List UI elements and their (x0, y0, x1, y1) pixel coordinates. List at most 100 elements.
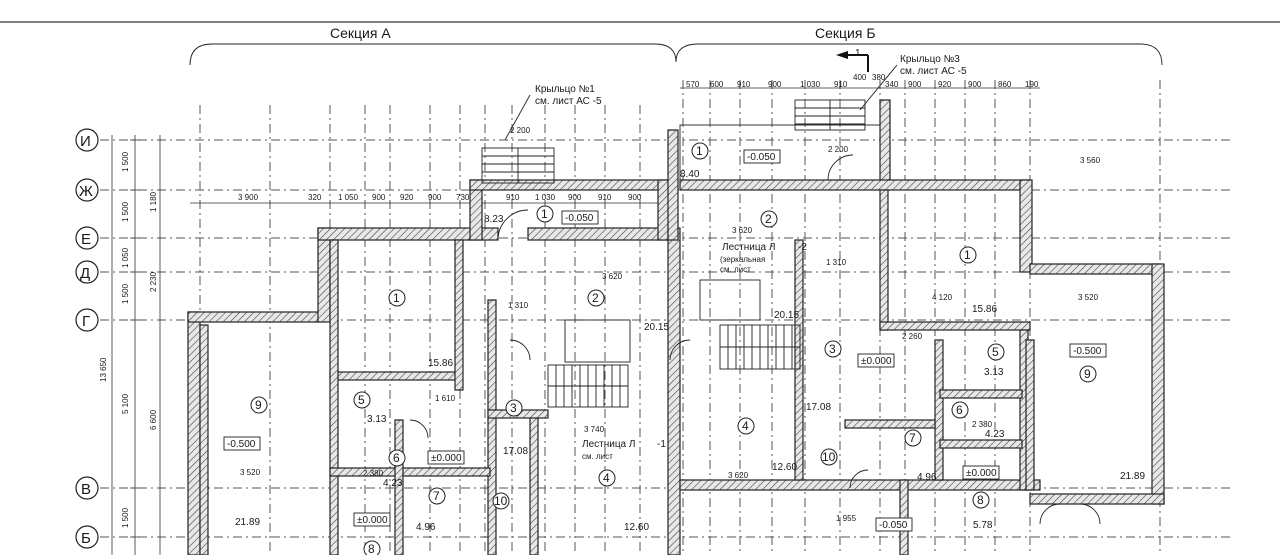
dim-b-4-width: 3 620 (728, 471, 749, 480)
axis-label-B: Б (81, 530, 91, 547)
room-b-6: 6 (956, 403, 963, 417)
axis-label-Zh: Ж (79, 183, 93, 200)
row-dim-10: 900 (568, 193, 582, 202)
dim-left-inner-2: 2 230 (149, 271, 158, 292)
level-a-6: ±0.000 (431, 453, 462, 464)
stairs-section-b (699, 279, 801, 370)
room-b-8: 8 (977, 493, 984, 507)
row-dim-3: 1 050 (338, 193, 359, 202)
row-dim-12: 900 (628, 193, 642, 202)
room-a-6: 6 (393, 451, 400, 465)
walls-section-b (667, 99, 1165, 555)
stair-1-subtitle: (зеркальная (720, 255, 765, 264)
dim-a-corridor: 1 310 (508, 301, 529, 310)
room-b-10: 10 (822, 450, 836, 464)
top-dim-6: 910 (834, 80, 848, 89)
area-b-6: 4.23 (985, 429, 1005, 440)
section-braces (189, 43, 1163, 66)
level-b-9: -0.500 (1073, 346, 1102, 357)
dim-a-9-width: 3 520 (240, 468, 261, 477)
row-dim-9: 1 030 (535, 193, 556, 202)
dim-left-4: 1 500 (121, 283, 130, 304)
porch-3-steps (679, 99, 881, 181)
stair-2-ref: см. лист (582, 452, 613, 461)
dim-left-5: 5 100 (121, 393, 130, 414)
dim-b-9-width: 3 520 (1078, 293, 1099, 302)
area-b-1: 15.86 (972, 304, 997, 315)
area-a-4: 12.60 (624, 522, 649, 533)
level-porch-1: -0.050 (565, 213, 594, 224)
area-a-1: 15.86 (428, 358, 453, 369)
room-a-1: 1 (393, 291, 400, 305)
area-b-8: 5.78 (973, 520, 993, 531)
room-a-3: 3 (510, 401, 517, 415)
dim-porch-1-width: 2 200 (510, 126, 531, 135)
room-b-3: 3 (829, 342, 836, 356)
top-dim-9: 340 (885, 80, 899, 89)
area-b-9: 21.89 (1120, 471, 1145, 482)
top-dim-1: 570 (686, 80, 700, 89)
area-a-7: 4.96 (416, 522, 436, 533)
room-b-1: 1 (964, 248, 971, 262)
room-b-7: 7 (909, 431, 916, 445)
top-dim-11: 920 (938, 80, 952, 89)
axis-bubble-G (75, 308, 99, 332)
row-dim-11: 910 (598, 193, 612, 202)
room-b-9: 9 (1084, 367, 1091, 381)
dim-b-corridor: 1 310 (826, 258, 847, 267)
top-dim-12: 900 (968, 80, 982, 89)
dim-left-inner-1: 1 180 (149, 191, 158, 212)
top-dim-5: 1 030 (800, 80, 821, 89)
top-dim-2: 600 (710, 80, 724, 89)
top-dim-10: 900 (908, 80, 922, 89)
room-a-9: 9 (255, 398, 262, 412)
dim-b-2-width: 3 620 (732, 226, 753, 235)
section-cut-mark (836, 51, 869, 72)
room-a-5: 5 (358, 393, 365, 407)
axis-label-D: Д (80, 265, 90, 282)
axis-label-E: Е (81, 231, 91, 248)
area-b-2: 20.15 (774, 310, 799, 321)
stair-2-number: -1 (657, 439, 666, 450)
dim-porch-3-width: 2 200 (828, 145, 849, 154)
top-dim-4: 900 (768, 80, 782, 89)
area-b-4: 12.60 (772, 462, 797, 473)
area-a-3: 17.08 (503, 446, 528, 457)
stair-1-title: Лестница Л (722, 242, 775, 253)
door-swings (409, 154, 1101, 525)
level-b-3: ±0.000 (861, 356, 892, 367)
dim-a-6-width: 2 380 (363, 469, 384, 478)
dim-b-1-width: 4 120 (932, 293, 953, 302)
level-b-7: ±0.000 (966, 468, 997, 479)
area-porch-3: 8.40 (680, 169, 700, 180)
row-dim-6: 900 (428, 193, 442, 202)
top-dim-13: 860 (998, 80, 1012, 89)
room-a-4: 4 (603, 471, 610, 485)
section-a-label: Секция А (330, 25, 391, 41)
dim-b-6-width: 2 380 (972, 420, 993, 429)
room-b-5: 5 (992, 345, 999, 359)
area-b-5: 3.13 (984, 367, 1004, 378)
row-dim-8: 910 (506, 193, 520, 202)
top-dim-8: 380 (872, 73, 886, 82)
axis-bubble-E (75, 226, 99, 250)
row-dim-7: 730 (456, 193, 470, 202)
axis-bubble-Zh (75, 178, 99, 202)
stair-2-title: Лестница Л (582, 439, 635, 450)
porch-3-title: Крыльцо №3 (900, 54, 960, 65)
dim-left-1: 1 500 (121, 151, 130, 172)
left-dimension-lines (111, 135, 161, 555)
room-a-2: 2 (592, 291, 599, 305)
axis-bubble-V (75, 476, 99, 500)
porch-3-leader (859, 64, 898, 111)
section-cut-number: 1 (855, 48, 861, 59)
room-a-7: 7 (433, 489, 440, 503)
axis-bubble-I (75, 128, 99, 152)
level-a-8: ±0.000 (357, 515, 388, 526)
level-boxes (223, 149, 1107, 532)
dim-a-2-width: 3 620 (602, 272, 623, 281)
level-a-9: -0.500 (227, 439, 256, 450)
porch-1-leader (504, 94, 531, 141)
stair-1-ref: см. лист (720, 265, 751, 274)
